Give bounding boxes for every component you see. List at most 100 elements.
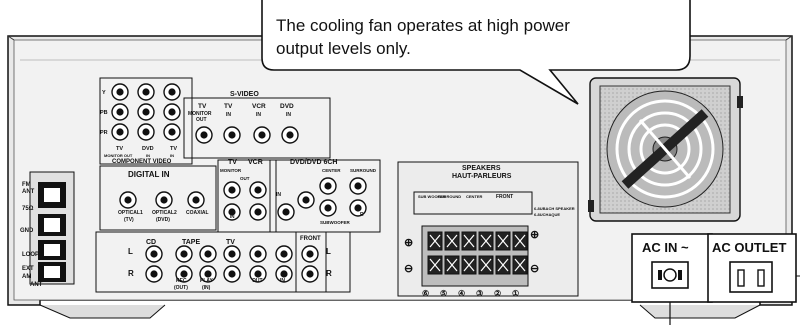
cd-label: CD — [146, 239, 156, 246]
tv-in-sub-label: IN — [226, 112, 231, 118]
rec-out-label: (OUT) — [174, 285, 188, 291]
video-inputs — [99, 77, 331, 165]
component-video-label: COMPONENT VIDEO — [112, 159, 172, 165]
dvd-in-sub-label: IN — [286, 112, 291, 118]
rca-jack-center — [354, 182, 362, 190]
in-small-label: IN — [230, 214, 235, 219]
rca-jack-center — [228, 208, 236, 216]
s-video-jack-center — [200, 131, 208, 139]
component-jack-center — [142, 128, 150, 136]
cooling-fan — [588, 77, 743, 222]
callout-line-1: The cooling fan operates at high power — [276, 16, 570, 35]
center-label: CENTER — [322, 168, 341, 173]
tv-audio-label: TV — [226, 239, 235, 246]
audio-jack-center — [306, 270, 314, 278]
audio-jack-center — [180, 250, 188, 258]
speaker-terminal-screw — [480, 234, 492, 248]
component-jack-center — [116, 128, 124, 136]
component-jack-center — [168, 128, 176, 136]
audio-jack-center — [280, 250, 288, 258]
plus-left-label: ⊕ — [404, 237, 413, 249]
speaker-terminal-screw — [497, 234, 509, 248]
haut-parleurs-label: HAUT-PARLEURS — [452, 173, 512, 180]
front-label: FRONT — [300, 236, 321, 242]
cv-tv2-label: TV — [170, 146, 177, 152]
rca-jack-center — [282, 208, 290, 216]
play-label: PLAY — [200, 278, 214, 284]
ch2-label: ② — [494, 289, 501, 298]
tv-vcr-vcr-label: VCR — [248, 159, 263, 166]
r-small-label: R — [360, 212, 364, 218]
right-channel-label: R — [128, 269, 134, 278]
minus-right-label: ⊖ — [530, 263, 539, 275]
vcr-in-label: IN — [280, 278, 285, 284]
s-video-jack-center — [228, 131, 236, 139]
vcr-out-label: OUT — [252, 278, 263, 284]
sp-front-label: FRONT — [496, 194, 513, 200]
ch6-label: ⑥ — [422, 289, 429, 298]
optical2-sub-label: (DVD) — [156, 217, 170, 223]
ch3-label: ③ — [476, 289, 483, 298]
cv-dvd-in-label: IN — [146, 153, 150, 158]
monitor-small-label: MONITOR — [220, 168, 242, 173]
y-label: Y — [102, 90, 106, 96]
speaker-terminal-screw — [429, 258, 441, 272]
cv-dvd-label: DVD — [142, 146, 154, 152]
audio-inputs — [95, 231, 351, 293]
rec-label: REC — [176, 278, 187, 284]
audio-jack-center — [204, 250, 212, 258]
fm-ant-label: ANT — [22, 189, 35, 195]
audio-jack-center — [306, 250, 314, 258]
dvd6ch-label: DVD/DVD 6CH — [290, 159, 337, 166]
vcr-in-sub-label: IN — [256, 112, 261, 118]
ext-label: EXT — [22, 266, 34, 272]
tv-vcr-tv-label: TV — [228, 159, 237, 166]
subwoofer-label: SUBWOOFER — [320, 220, 350, 225]
s-video-label: S-VIDEO — [230, 91, 259, 98]
pr-label: PR — [100, 130, 108, 136]
speaker-terminal-screw — [514, 234, 526, 248]
out-label: OUT — [196, 117, 207, 123]
speakers-label: SPEAKERS — [462, 165, 501, 172]
optical2-label: OPTICAL2 — [152, 210, 177, 216]
speaker-note2-label: 6-8UCHAQUE — [534, 212, 560, 217]
monitor-label: MONITOR — [188, 111, 212, 117]
digital-in-label: DIGITAL IN — [128, 170, 170, 179]
rca-jack-center — [254, 186, 262, 194]
panel-labels: S-VIDEO TV MONITOR OUT TV IN VCR IN DVD … — [20, 90, 786, 298]
digital-jack-center — [192, 196, 200, 204]
rca-jack-center — [324, 204, 332, 212]
sp-center-label: CENTER — [466, 194, 483, 199]
rca-jack-center — [324, 182, 332, 190]
audio-jack-center — [228, 250, 236, 258]
surround-label: SURROUND — [350, 168, 377, 173]
s-video-jack-center — [258, 131, 266, 139]
component-jack-center — [142, 108, 150, 116]
digital-jack-center — [160, 196, 168, 204]
front-left-label: L — [326, 247, 331, 256]
front-right-label: R — [326, 269, 332, 278]
minus-left-label: ⊖ — [404, 263, 413, 275]
left-channel-label: L — [128, 247, 133, 256]
rca-jack-center — [228, 186, 236, 194]
sp-surround-label: SURROUND — [438, 194, 461, 199]
component-jack-center — [142, 88, 150, 96]
tv-label: TV — [198, 103, 207, 110]
loop-label: LOOP — [22, 252, 39, 258]
cv-tv2-in-label: IN — [170, 153, 174, 158]
tape-label: TAPE — [182, 239, 200, 246]
speaker-terminal-screw — [446, 258, 458, 272]
rca-jack-center — [254, 208, 262, 216]
speaker-terminal-screw — [480, 258, 492, 272]
am-label: AM — [22, 274, 31, 280]
tv-in-label: TV — [224, 103, 233, 110]
audio-jack-center — [280, 270, 288, 278]
component-jack-center — [168, 108, 176, 116]
ac-in-block — [631, 233, 713, 325]
audio-jack-center — [254, 250, 262, 258]
rca-jack-center — [302, 196, 310, 204]
component-jack-center — [168, 88, 176, 96]
plus-right-label: ⊕ — [530, 229, 539, 241]
pb-label: PB — [100, 110, 108, 116]
